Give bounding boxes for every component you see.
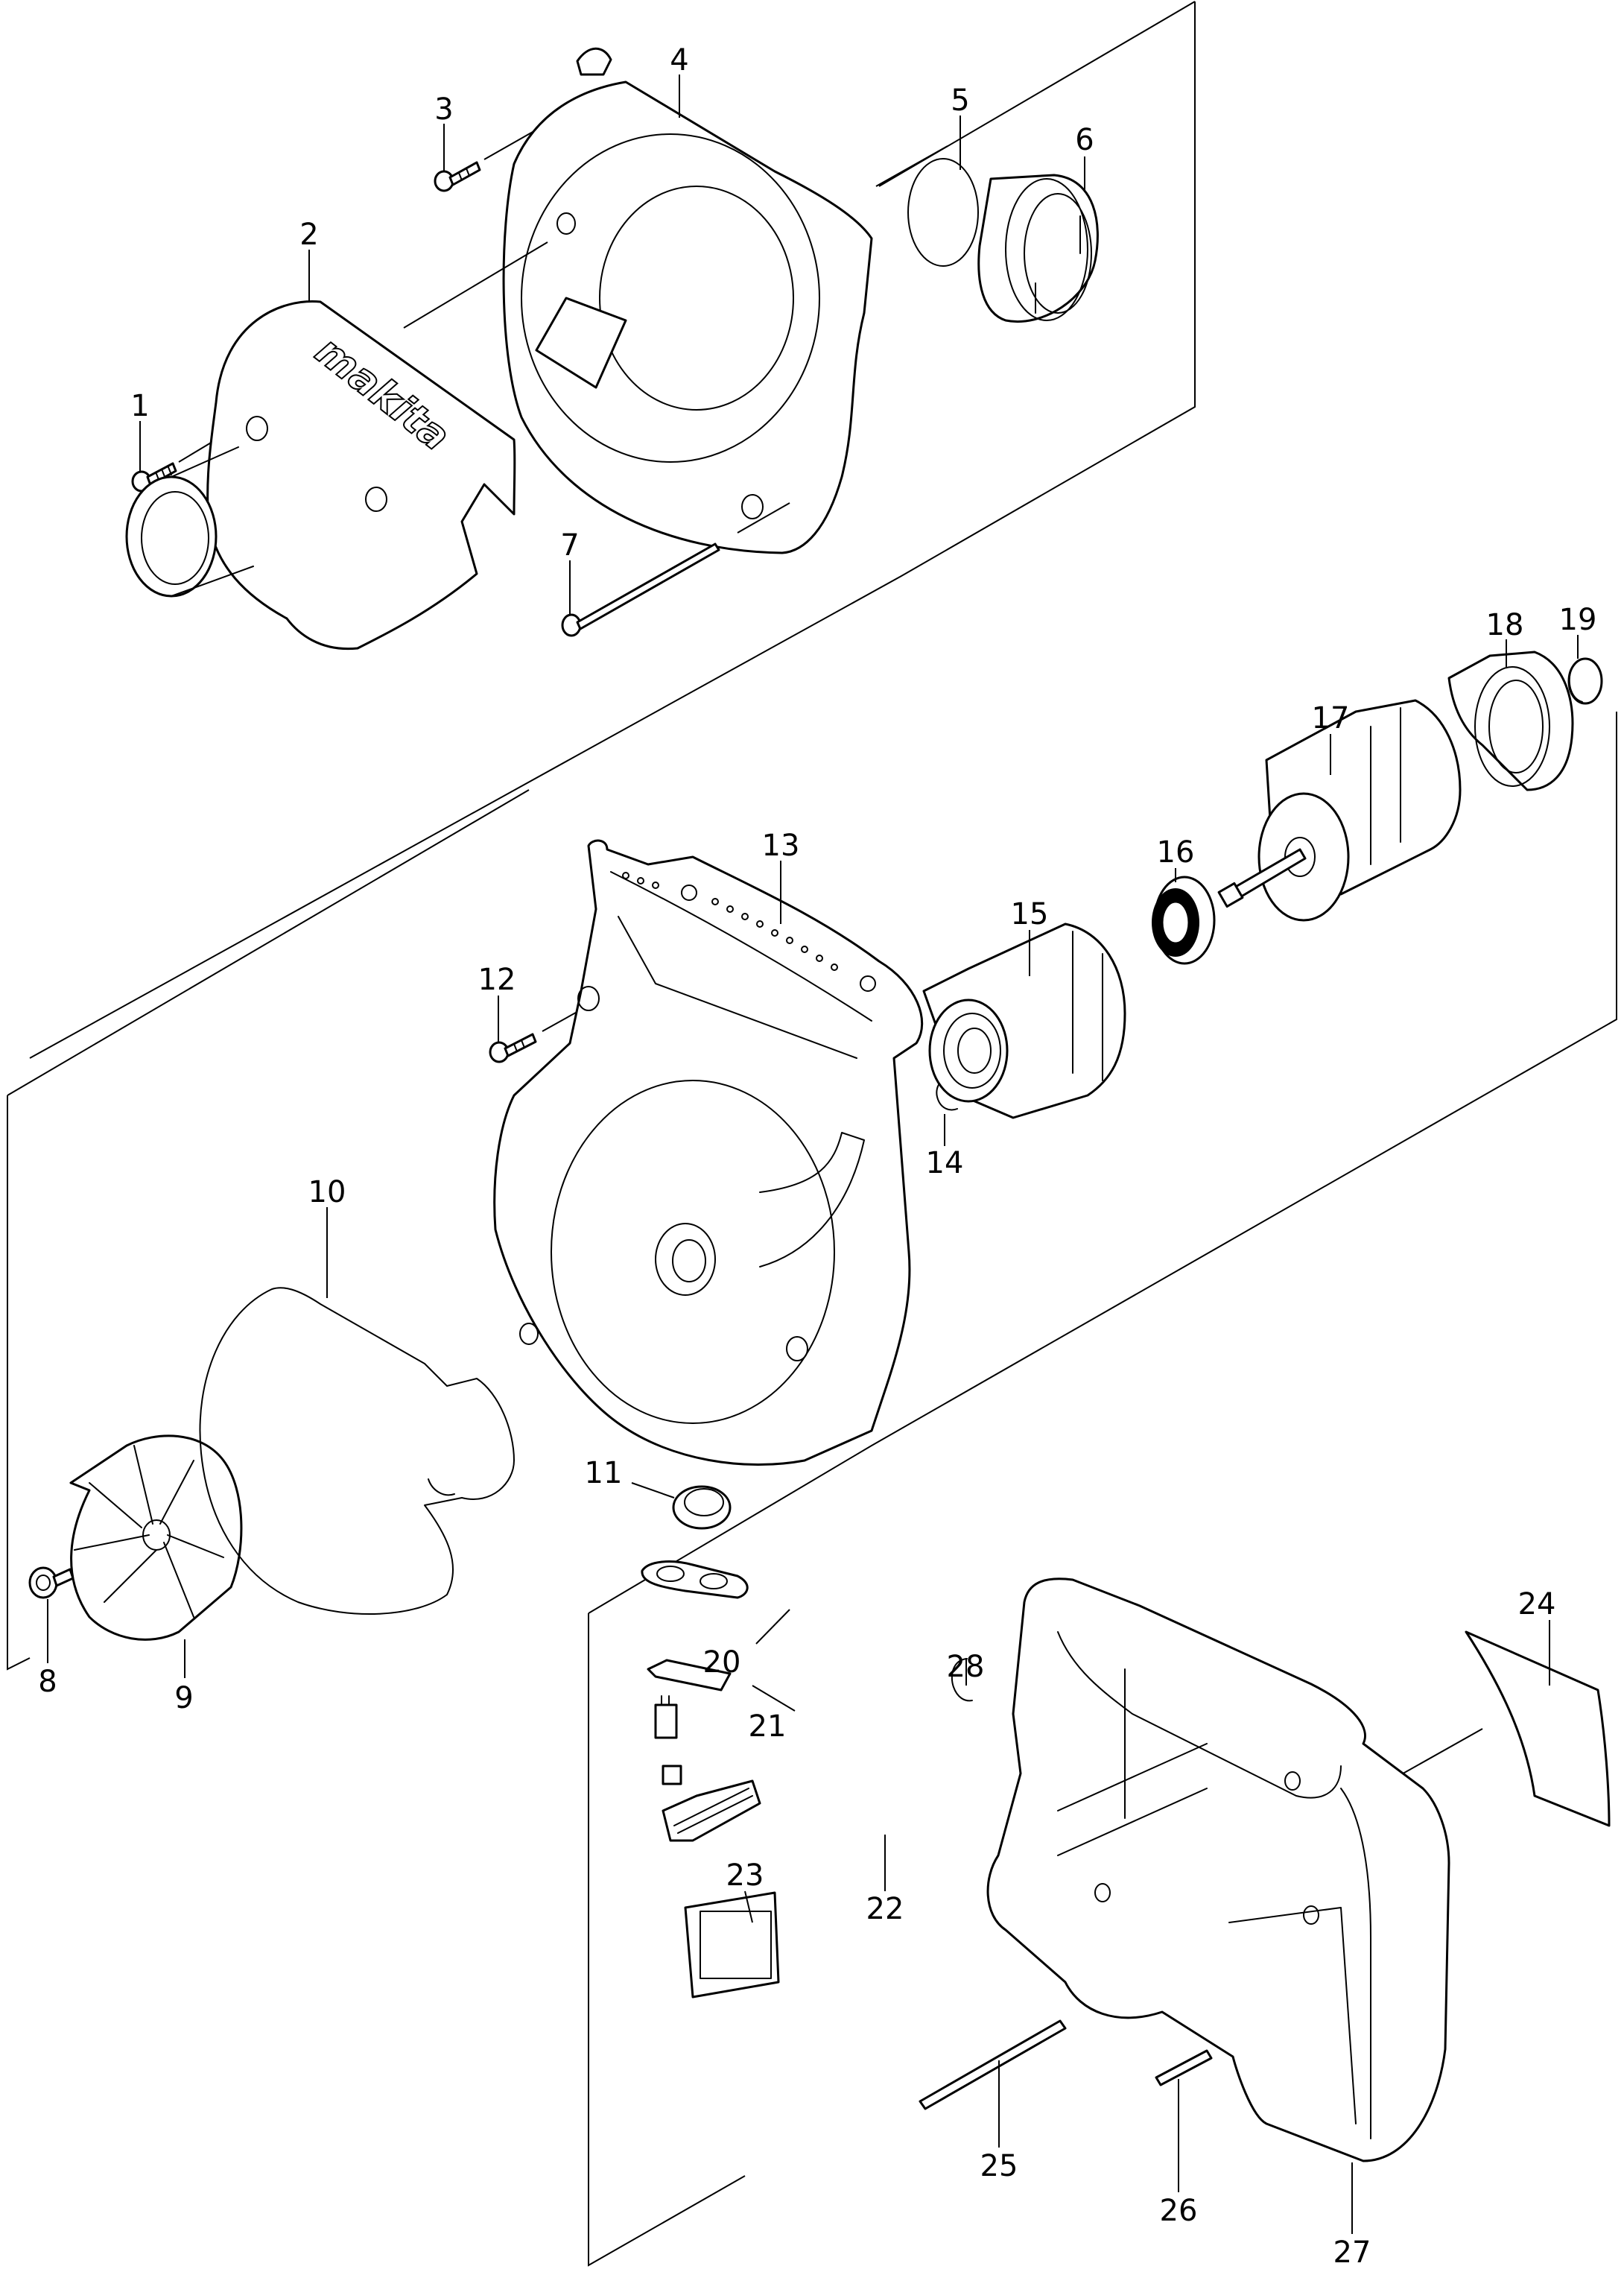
label-part-20: 20 bbox=[703, 1645, 741, 1680]
label-part-5: 5 bbox=[951, 83, 969, 118]
group-frames bbox=[7, 1, 1617, 2267]
label-part-28: 28 bbox=[947, 1650, 985, 1684]
label-part-10: 10 bbox=[308, 1175, 346, 1209]
label-part-19: 19 bbox=[1559, 603, 1597, 637]
part-15-motor-bracket bbox=[922, 923, 1126, 1119]
label-part-12: 12 bbox=[478, 963, 516, 997]
part-8-flange-bolt bbox=[28, 1566, 74, 1663]
label-part-3: 3 bbox=[434, 92, 453, 127]
label-part-26: 26 bbox=[1160, 2194, 1198, 2228]
leader-11 bbox=[631, 1482, 675, 1499]
part-10-gasket bbox=[199, 1207, 515, 1615]
label-part-6: 6 bbox=[1075, 123, 1094, 157]
label-part-18: 18 bbox=[1486, 608, 1524, 642]
label-part-15: 15 bbox=[1011, 897, 1049, 931]
part-17-dc-motor bbox=[1217, 699, 1462, 922]
label-part-1: 1 bbox=[130, 389, 149, 423]
part-20-rubber-pad bbox=[641, 1560, 790, 1645]
label-part-27: 27 bbox=[1333, 2235, 1371, 2269]
part-6-nozzle-joint bbox=[977, 156, 1099, 323]
label-part-4: 4 bbox=[670, 43, 688, 77]
leader-23 bbox=[744, 1890, 753, 1923]
frame-middle-top bbox=[7, 789, 530, 1096]
label-part-8: 8 bbox=[38, 1665, 57, 1699]
part-3-screw bbox=[434, 118, 556, 192]
label-part-13: 13 bbox=[762, 829, 800, 863]
label-part-16: 16 bbox=[1157, 835, 1195, 870]
label-part-21: 21 bbox=[749, 1709, 787, 1744]
part-28-ring-spring bbox=[951, 1658, 973, 1702]
part-labels: 1 2 3 4 5 6 7 8 9 10 11 12 13 14 15 16 1… bbox=[38, 43, 1596, 2269]
frame-middle-left bbox=[7, 1095, 31, 1671]
part-7-long-screw bbox=[561, 502, 790, 637]
label-part-24: 24 bbox=[1518, 1587, 1556, 1621]
part-5-o-ring bbox=[875, 115, 979, 267]
label-part-14: 14 bbox=[926, 1146, 964, 1180]
frame-top-group bbox=[29, 1, 1196, 1059]
part-4-fan-cover bbox=[403, 47, 873, 554]
leader-21 bbox=[752, 1685, 796, 1712]
label-part-17: 17 bbox=[1312, 701, 1350, 735]
part-27-rear-housing bbox=[986, 1577, 1450, 2234]
label-part-2: 2 bbox=[299, 218, 318, 252]
part-23-battery-holder-plate bbox=[684, 1890, 780, 1999]
part-12-screw bbox=[489, 996, 582, 1063]
label-part-22: 22 bbox=[866, 1892, 904, 1926]
part-2-front-cover: makita bbox=[125, 250, 516, 651]
part-18-motor-holder-ring bbox=[1447, 639, 1574, 791]
part-9-fan bbox=[69, 1434, 243, 1678]
part-19-sleeve bbox=[1567, 635, 1603, 705]
part-13-housing bbox=[493, 839, 924, 1466]
handle-holes bbox=[622, 872, 876, 992]
frame-bottom-group bbox=[588, 1613, 746, 2267]
label-part-25: 25 bbox=[980, 2149, 1018, 2183]
part-11-rubber-cap bbox=[631, 1482, 732, 1530]
frame-middle-group bbox=[588, 712, 1617, 1614]
label-part-7: 7 bbox=[560, 528, 579, 563]
part-25-pin bbox=[919, 2019, 1067, 2148]
label-part-23: 23 bbox=[726, 1858, 764, 1893]
label-part-11: 11 bbox=[585, 1456, 623, 1490]
part-1-screw bbox=[131, 421, 247, 493]
label-part-9: 9 bbox=[174, 1681, 193, 1715]
part-16-ball-bearing bbox=[1152, 868, 1216, 965]
leader-20 bbox=[755, 1609, 790, 1645]
part-21-switch-button bbox=[647, 1659, 796, 1739]
part-22-terminal bbox=[662, 1765, 886, 1891]
